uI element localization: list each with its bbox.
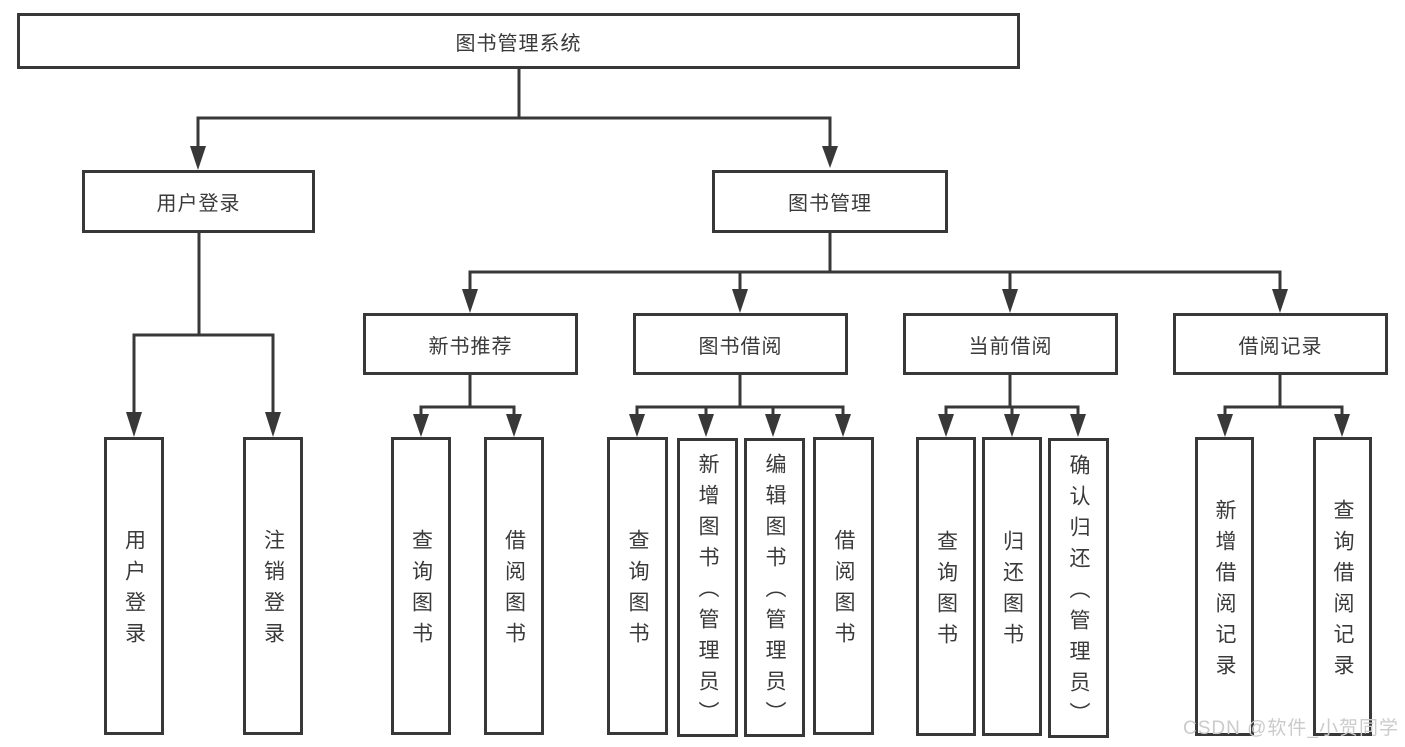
connector-borrow-record-branch (1223, 375, 1344, 417)
connector-new-book-branch (419, 375, 516, 417)
leaf-query-books-current: 查询图书 (916, 437, 976, 736)
leaf-add-borrow-record: 新增借阅记录 (1195, 437, 1254, 736)
leaf-query-books-borrow: 查询图书 (607, 437, 668, 735)
node-current-borrow-label: 当前借阅 (968, 335, 1053, 358)
leaf-add-books-admin-label: 新增图书（管理员） (696, 453, 719, 732)
node-borrow-record: 借阅记录 (1173, 313, 1388, 375)
node-book-borrow: 图书借阅 (633, 313, 848, 375)
leaf-query-books-current-label: 查询图书 (934, 529, 958, 654)
arrowheads (126, 146, 1350, 437)
node-new-book-recommend-label: 新书推荐 (428, 335, 513, 358)
leaf-confirm-return-admin: 确认归还（管理员） (1048, 438, 1109, 738)
connector-current-borrow-branch (944, 375, 1080, 417)
node-root-system-label: 图书管理系统 (455, 32, 582, 55)
leaf-borrow-books-label: 借阅图书 (832, 529, 855, 653)
node-book-management: 图书管理 (712, 170, 948, 233)
node-user-login: 用户登录 (82, 170, 315, 233)
leaf-add-books-admin: 新增图书（管理员） (677, 438, 738, 737)
leaf-query-books-borrow-label: 查询图书 (626, 529, 649, 653)
leaf-confirm-return-admin-label: 确认归还（管理员） (1067, 453, 1090, 733)
leaf-user-login-label: 用户登录 (122, 529, 146, 653)
leaf-borrow-books-recommend-label: 借阅图书 (502, 529, 526, 653)
leaf-query-borrow-record: 查询借阅记录 (1313, 437, 1372, 736)
leaf-user-login: 用户登录 (104, 437, 164, 735)
node-new-book-recommend: 新书推荐 (363, 313, 578, 375)
leaf-add-borrow-record-label: 新增借阅记录 (1213, 498, 1236, 685)
leaf-borrow-books: 借阅图书 (813, 437, 874, 735)
node-current-borrow: 当前借阅 (903, 313, 1118, 375)
node-book-management-label: 图书管理 (788, 193, 872, 215)
leaf-query-borrow-record-label: 查询借阅记录 (1331, 498, 1354, 685)
leaf-edit-books-admin: 编辑图书（管理员） (744, 438, 805, 737)
leaf-query-books-recommend-label: 查询图书 (409, 529, 433, 653)
connector-root-to-level2 (196, 69, 832, 147)
leaf-return-books: 归还图书 (982, 437, 1042, 736)
leaf-return-books-label: 归还图书 (1000, 529, 1024, 654)
leaf-query-books-recommend: 查询图书 (391, 437, 451, 735)
connector-book-mgmt-branch (468, 233, 1282, 291)
leaf-edit-books-admin-label: 编辑图书（管理员） (763, 453, 786, 732)
connector-user-login-branch (132, 233, 275, 414)
node-book-borrow-label: 图书借阅 (698, 335, 783, 358)
connector-book-borrow-branch (635, 375, 845, 417)
watermark: CSDN @软件_小贺同学 (1183, 718, 1399, 739)
node-user-login-label: 用户登录 (156, 193, 241, 215)
leaf-logout-label: 注销登录 (261, 529, 285, 653)
node-borrow-record-label: 借阅记录 (1238, 335, 1323, 358)
node-root-system: 图书管理系统 (17, 13, 1020, 69)
leaf-logout: 注销登录 (243, 437, 303, 735)
leaf-borrow-books-recommend: 借阅图书 (484, 437, 544, 735)
